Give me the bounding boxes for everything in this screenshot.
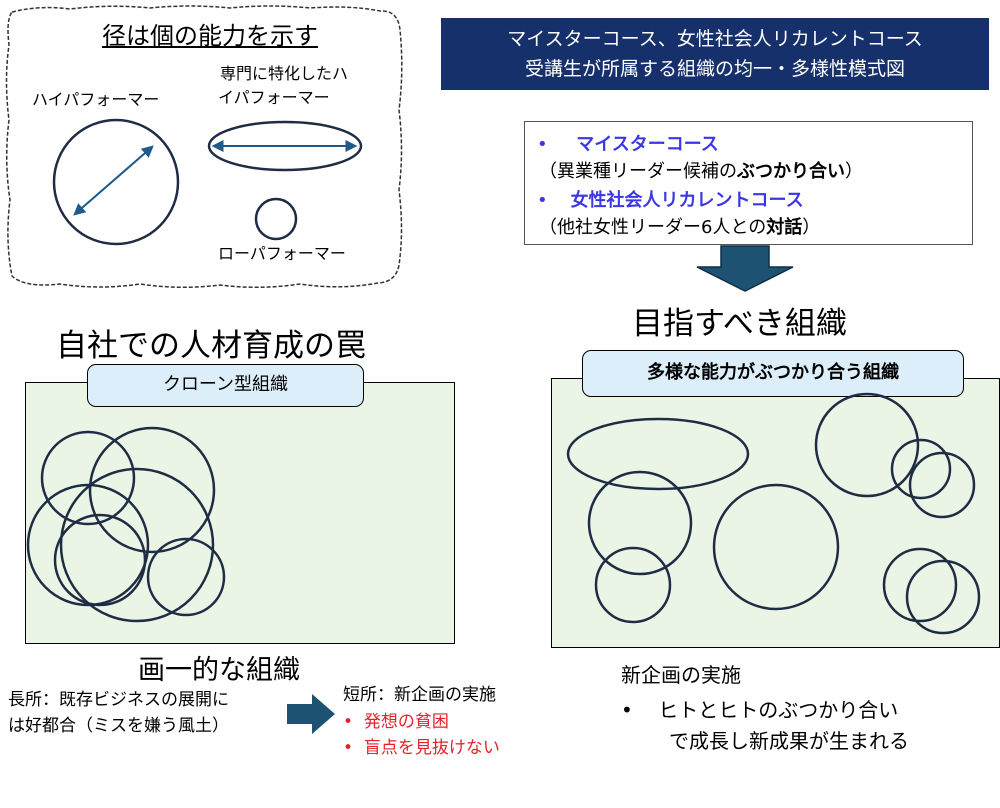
demerit-text: 発想の貧困	[363, 712, 449, 732]
course-desc-bold: 対話	[766, 217, 803, 238]
right-heading: 目指すべき組織	[632, 306, 847, 342]
member-circle	[40, 430, 136, 526]
member-circle	[53, 513, 147, 607]
member-circle	[88, 426, 216, 554]
course-desc-bold: ぶつかり合い	[737, 161, 845, 182]
low-performer-label: ローパフォーマー	[218, 244, 346, 263]
right-arrow-icon	[287, 694, 335, 734]
course-name: マイスターコース	[576, 134, 719, 155]
legend-title: 径は個の能力を示す	[102, 22, 318, 50]
result-line2: で成長し新成果が生まれる	[669, 729, 909, 753]
high-performer-circle	[52, 118, 180, 246]
specialist-label-line1: 専門に特化したハ	[220, 64, 349, 83]
course-desc-suffix: ）	[845, 161, 863, 182]
demerit-item: • 盲点を見抜けない	[343, 738, 500, 758]
member-circle	[882, 547, 958, 623]
demerit-text: 盲点を見抜けない	[363, 738, 500, 758]
member-ellipse	[566, 417, 750, 491]
title-banner: マイスターコース、女性社会人リカレントコース 受講生が所属する組織の均一・多様性…	[441, 18, 989, 90]
course-desc-suffix: ）	[802, 217, 821, 238]
bullet: •	[537, 190, 548, 211]
member-circle	[890, 438, 952, 500]
low-performer-circle	[254, 197, 298, 241]
member-circle	[712, 483, 840, 611]
course-desc-meister: （異業種リーダー候補のぶつかり合い）	[539, 157, 863, 183]
down-arrow-icon	[696, 245, 794, 292]
course-item-recurrent: • 女性社会人リカレントコース	[537, 186, 804, 212]
demerit-item: • 発想の貧困	[343, 712, 449, 732]
member-circle	[594, 546, 672, 624]
course-name: 女性社会人リカレントコース	[570, 190, 804, 211]
merit-line2: は好都合（ミスを嫌う風土）	[8, 716, 229, 736]
member-circle	[908, 451, 976, 519]
member-circle	[814, 392, 920, 498]
specialist-label-line2: イパフォーマー	[218, 88, 330, 107]
right-caption: 新企画の実施	[621, 663, 741, 687]
merit-line1: 長所：既存ビジネスの展開に	[8, 690, 229, 710]
demerit-title: 短所：新企画の実施	[343, 685, 496, 705]
result-text: ヒトとヒトのぶつかり合い	[658, 698, 899, 722]
course-desc-recurrent: （他社女性リーダー6人との対話）	[539, 213, 820, 239]
result-line1: • ヒトとヒトのぶつかり合い	[621, 698, 899, 722]
left-caption: 画一的な組織	[138, 655, 300, 686]
diverse-organization-tab: 多様な能力がぶつかり合う組織	[582, 350, 964, 397]
high-performer-diameter	[73, 145, 154, 216]
member-circle	[905, 559, 981, 635]
course-desc-prefix: （異業種リーダー候補の	[539, 161, 737, 182]
course-item-meister: • マイスターコース	[537, 130, 719, 156]
high-performer-label: ハイパフォーマー	[32, 90, 160, 109]
member-circle	[59, 467, 215, 623]
course-box: • マイスターコース （異業種リーダー候補のぶつかり合い） • 女性社会人リカレ…	[524, 121, 973, 245]
specialist-ellipse	[207, 120, 363, 172]
course-desc-prefix: （他社女性リーダー6人との	[539, 217, 767, 238]
member-circle	[26, 483, 150, 607]
left-heading: 自社での人材育成の罠	[56, 328, 366, 364]
banner-line2: 受講生が所属する組織の均一・多様性模式図	[524, 58, 905, 80]
member-circle	[146, 537, 226, 617]
clone-organization-frame	[25, 382, 455, 644]
banner-line1: マイスターコース、女性社会人リカレントコース	[507, 28, 923, 50]
clone-organization-tab: クローン型組織	[87, 364, 364, 407]
member-circle	[587, 470, 693, 576]
bullet: •	[537, 134, 548, 155]
